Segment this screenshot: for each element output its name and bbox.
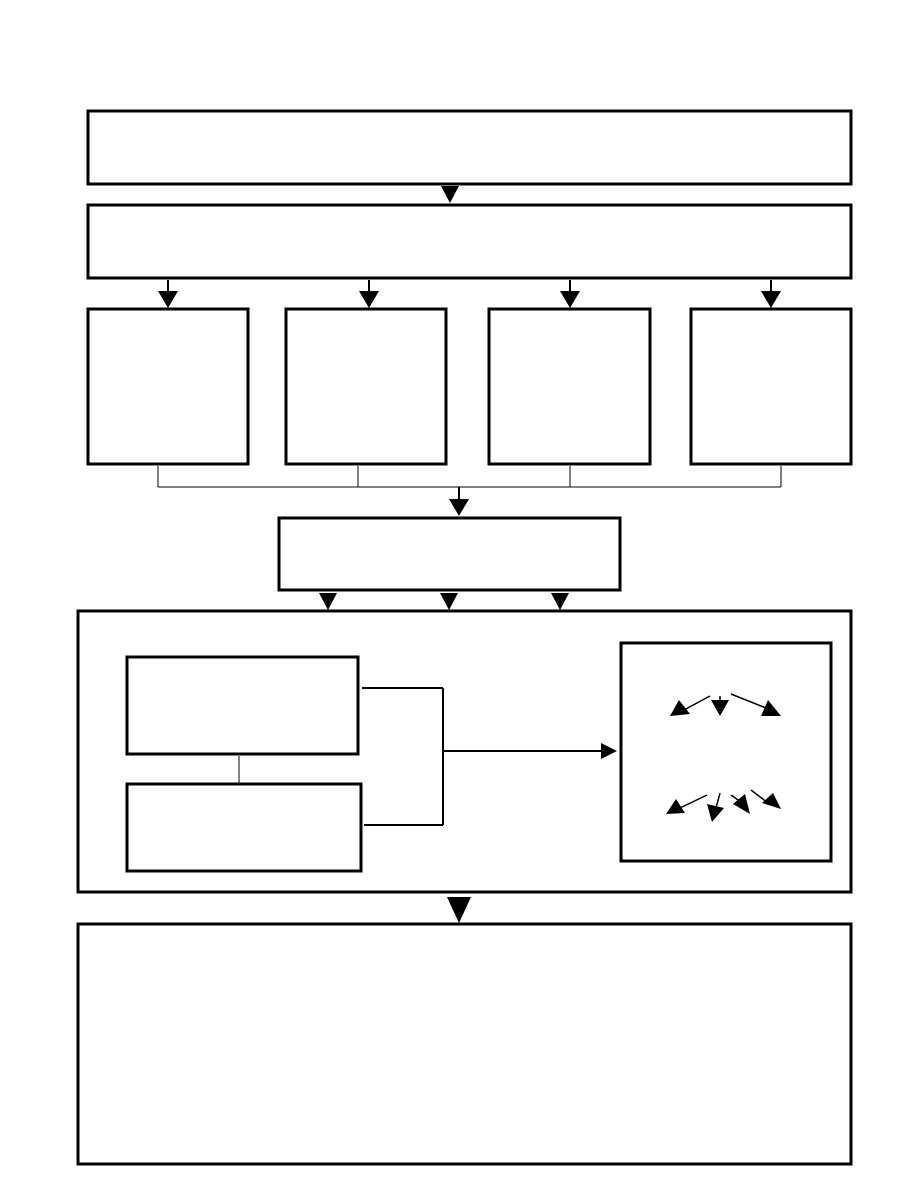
upper-arrow-fan — [670, 693, 781, 716]
bottom-box — [76, 922, 853, 1166]
arrow-top-to-second — [441, 186, 459, 203]
arrow-second-to-column-2 — [359, 280, 379, 308]
columns-merge-connector — [157, 466, 782, 516]
top-box — [86, 109, 853, 186]
arrow-second-to-column-3 — [560, 280, 580, 308]
lower-arrow-fan — [666, 789, 781, 822]
column-box-4 — [689, 307, 853, 466]
middle-box — [277, 516, 622, 592]
inner-boxes-to-right-connector — [362, 687, 617, 826]
arrow-middle-to-container-2 — [440, 593, 458, 610]
arrow-container-to-bottom — [447, 897, 471, 923]
inner-right-box — [619, 641, 833, 863]
inner-bottom-left-box — [125, 782, 363, 873]
column-box-2 — [284, 307, 448, 466]
arrow-second-to-column-1 — [158, 280, 178, 308]
inner-top-left-box — [125, 655, 360, 756]
arrow-second-to-column-4 — [761, 280, 781, 308]
column-box-3 — [487, 307, 652, 466]
second-box — [86, 203, 853, 280]
arrow-middle-to-container-1 — [319, 593, 337, 610]
large-container-box — [76, 609, 853, 894]
column-box-1 — [86, 307, 250, 466]
arrow-middle-to-container-3 — [551, 593, 569, 610]
